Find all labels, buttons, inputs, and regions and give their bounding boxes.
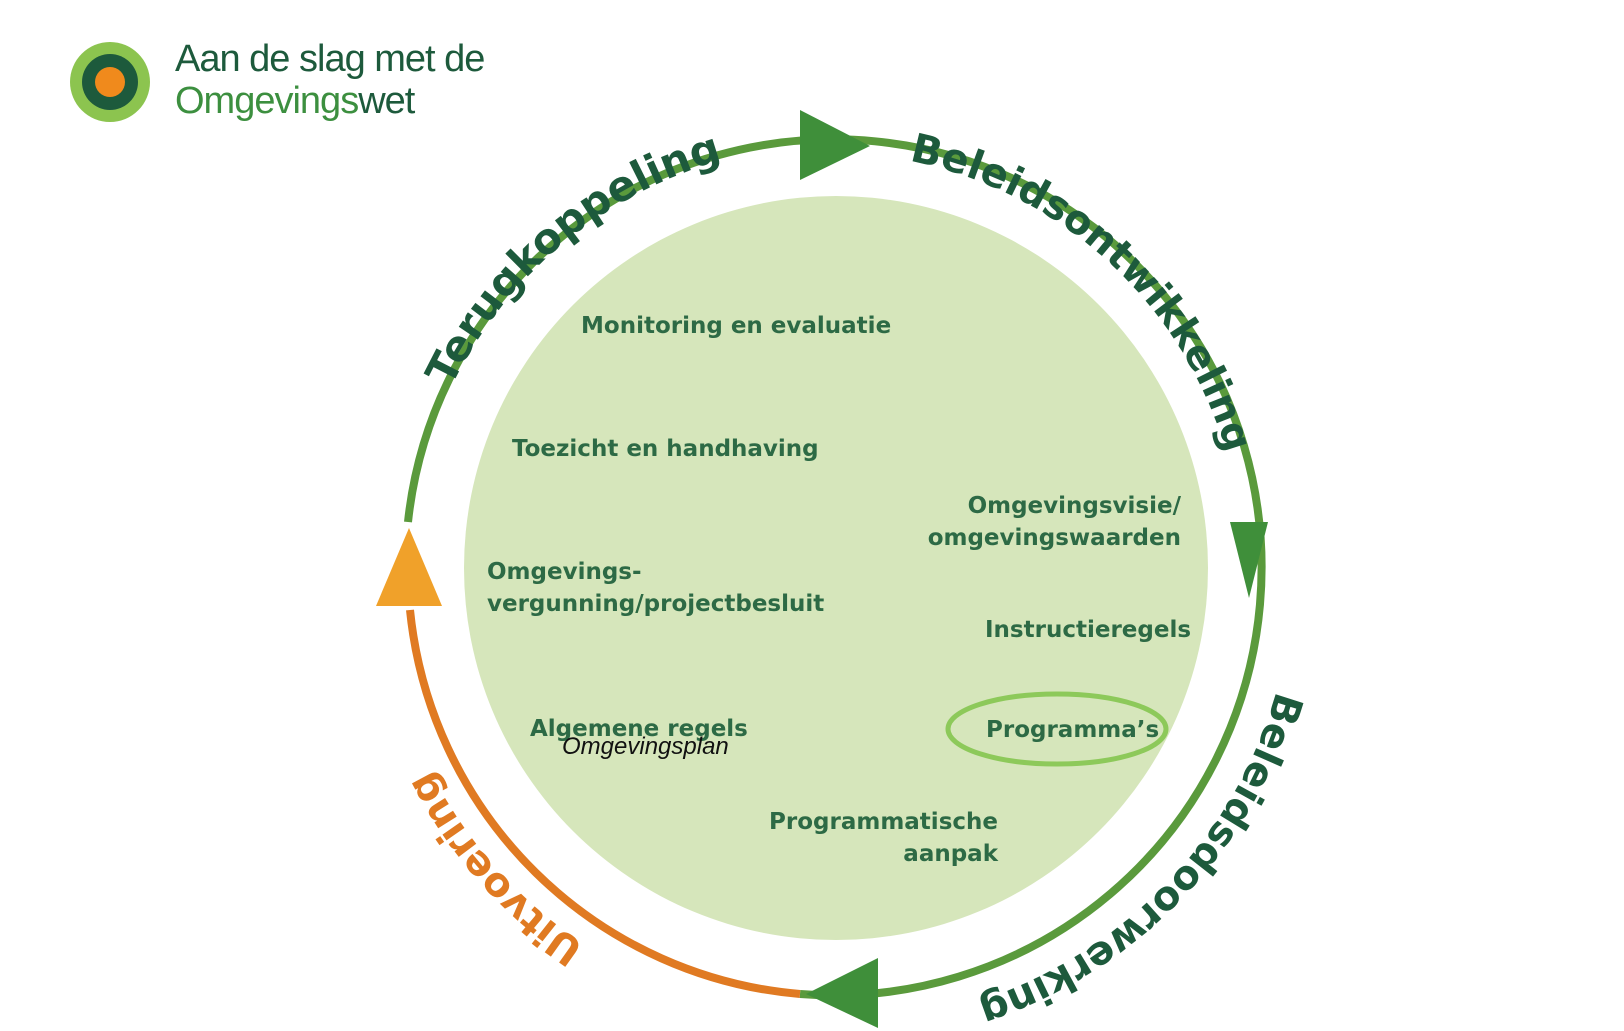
logo-title-wet: wet bbox=[358, 80, 415, 122]
logo-title-line2: Omgevingswet bbox=[175, 80, 415, 122]
item-vergunning: Omgevings- vergunning/projectbesluit bbox=[487, 556, 824, 620]
cycle-ring-orange bbox=[406, 609, 801, 998]
highlight-ellipse bbox=[945, 691, 1169, 767]
logo-title-line1: Aan de slag met de bbox=[175, 38, 485, 80]
item-instructieregels: Instructieregels bbox=[985, 617, 1192, 643]
arrow-left-orange-icon bbox=[376, 528, 442, 606]
logo-title-omgevings: Omgevings bbox=[175, 80, 359, 122]
item-vergunning-line2: vergunning/projectbesluit bbox=[487, 591, 825, 617]
item-toezicht: Toezicht en handhaving bbox=[512, 436, 819, 462]
arrow-right-icon bbox=[1230, 522, 1268, 598]
item-monitoring: Monitoring en evaluatie bbox=[581, 313, 892, 339]
item-omgevingsvisie-line2: omgevingswaarden bbox=[927, 525, 1181, 551]
item-programmas: Programma’s bbox=[986, 717, 1160, 743]
arrow-top-icon bbox=[800, 110, 870, 180]
item-omgevingsvisie: Omgevingsvisie/ omgevingswaarden bbox=[905, 490, 1181, 554]
item-omgevingsvisie-line1: Omgevingsvisie/ bbox=[967, 493, 1181, 519]
item-vergunning-line1: Omgevings- bbox=[487, 559, 642, 585]
item-programmatische-line1: Programmatische bbox=[769, 809, 998, 835]
item-programmatische-line2: aanpak bbox=[903, 841, 998, 867]
inner-circle bbox=[464, 196, 1208, 940]
cycle-ring-green bbox=[404, 135, 1266, 1000]
item-programmatische-aanpak: Programmatische aanpak bbox=[760, 806, 998, 870]
concentric-rings-icon bbox=[70, 42, 150, 122]
item-algemene-regels: Algemene regels bbox=[530, 716, 748, 742]
overlay-omgevingsplan: Omgevingsplan bbox=[562, 733, 729, 760]
arrow-bottom-icon bbox=[806, 958, 878, 1028]
